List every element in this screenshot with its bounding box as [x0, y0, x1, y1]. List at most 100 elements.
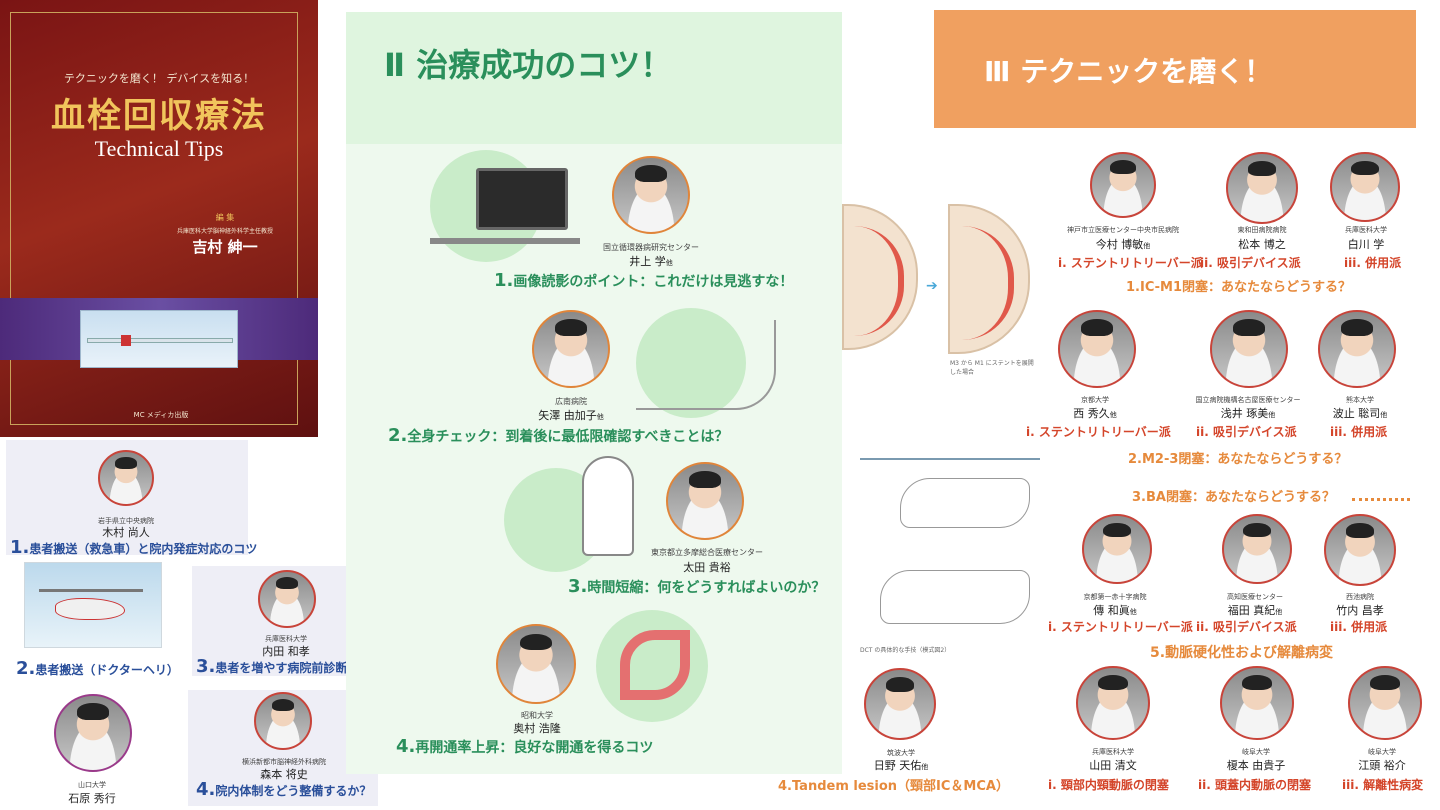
name-den: 傳 和眞他: [1093, 604, 1137, 617]
aff-takeuchi: 西池病院: [1346, 593, 1374, 601]
aff-fukuda: 高知医療センター: [1227, 593, 1283, 601]
name-takeuchi: 竹内 昌孝: [1336, 604, 1384, 617]
arrow-icon: ➔: [926, 278, 938, 294]
aff-imamura: 神戸市立医療センター中央市民病院: [1067, 226, 1179, 234]
aff-morimoto: 横浜新都市脳神経外科病院: [242, 758, 326, 766]
topic-s1-4: 4.院内体制をどう整備するか？: [196, 779, 372, 800]
brain-figure-caption: M3 から M1 にステントを展開した場合: [950, 360, 1034, 376]
brain-figure-right: [948, 204, 1030, 354]
topic-s2-4: 4.再開通率上昇：良好な開通を得るコツ: [396, 736, 654, 757]
vessel-illustration: [620, 630, 690, 700]
aff-den: 京都第一赤十字病院: [1083, 593, 1147, 601]
cover-tagline: テクニックを磨く！ デバイスを知る！: [63, 72, 255, 85]
avatar-kimura: [98, 450, 154, 506]
aff-enomoto: 岐阜大学: [1242, 748, 1270, 756]
aff-hino: 筑波大学: [887, 749, 915, 757]
aff-shirakawa: 兵庫医科大学: [1345, 226, 1387, 234]
role-enomoto: ii. 頭蓋内動脈の閉塞: [1198, 778, 1311, 792]
section2-title: Ⅱ 治療成功のコツ！: [384, 46, 673, 84]
topic-s3-1: 1.IC-M1閉塞：あなたならどうする？: [1126, 280, 1352, 295]
name-fukuda: 福田 真紀他: [1227, 604, 1283, 617]
avatar-takeuchi: [1324, 514, 1396, 586]
section3-header: [934, 10, 1416, 128]
hand-illustration-1: [900, 478, 1030, 528]
name-uchida: 内田 和孝: [262, 645, 310, 658]
aff-hashi: 熊本大学: [1346, 396, 1374, 404]
cover-device-photo: [80, 310, 238, 368]
name-kimura: 木村 尚人: [102, 526, 150, 539]
aff-ota: 東京都立多摩総合医療センター: [651, 548, 763, 557]
brain-figure-left: [842, 204, 918, 350]
avatar-hashi: [1318, 310, 1396, 388]
role-matsumoto: ii. 吸引デバイス派: [1200, 256, 1301, 270]
catheter-caption: DCT の具体的な手技（模式図2）: [860, 647, 951, 654]
name-enomoto: 榎本 由貴子: [1226, 759, 1286, 772]
avatar-inoue: [612, 156, 690, 234]
desk-illustration: [430, 238, 580, 244]
role-takeuchi: iii. 併用派: [1330, 620, 1388, 634]
section3-title: Ⅲ テクニックを磨く！: [984, 55, 1273, 88]
aff-egashira: 岐阜大学: [1368, 748, 1396, 756]
aff-uchida: 兵庫医科大学: [265, 635, 307, 643]
book-cover: テクニックを磨く！ デバイスを知る！ 血栓回収療法 Technical Tips…: [0, 0, 318, 437]
avatar-fukuda: [1222, 514, 1292, 584]
catheter-figure-1: [860, 448, 1040, 540]
topic-s1-3: 3.患者を増やす病院前診断ツール: [196, 656, 384, 677]
cover-editor-name: 吉村 紳一: [192, 238, 258, 256]
avatar-imamura: [1090, 152, 1156, 218]
name-nishi: 西 秀久他: [1073, 407, 1117, 420]
avatar-egashira: [1348, 666, 1422, 740]
cover-subtitle: Technical Tips: [94, 136, 224, 161]
avatar-shirakawa: [1330, 152, 1400, 222]
topic-s1-2: 2.患者搬送（ドクターヘリ）: [16, 658, 179, 679]
aff-yamada: 兵庫医科大学: [1092, 748, 1134, 756]
name-yamada: 山田 清文: [1089, 759, 1137, 772]
topic-s3-2: 2.M2-3閉塞：あなたならどうする？: [1128, 452, 1348, 467]
catheter-line: [860, 458, 1040, 460]
name-egashira: 江頭 裕介: [1358, 759, 1406, 772]
cover-publisher: MC メディカ出版: [133, 411, 189, 419]
name-asai: 浅井 琢美他: [1220, 407, 1276, 420]
avatar-ishihara: [54, 694, 132, 772]
section2-header: [346, 12, 842, 144]
cover-title: 血栓回収療法: [51, 96, 267, 136]
cover-frame: [10, 12, 298, 425]
hand-illustration-2: [880, 570, 1030, 624]
name-yazawa: 矢澤 由加子他: [538, 409, 604, 422]
aff-okumura: 昭和大学: [521, 711, 553, 720]
role-fukuda: ii. 吸引デバイス派: [1196, 620, 1297, 634]
avatar-asai: [1210, 310, 1288, 388]
topic-s3-4: 4.Tandem lesion（頸部IC＆MCA）: [778, 779, 1009, 794]
helicopter-photo: [24, 562, 162, 648]
avatar-enomoto: [1220, 666, 1294, 740]
avatar-morimoto: [254, 692, 312, 750]
topic-s3-5: 5.動脈硬化性および解離病変: [1150, 645, 1334, 661]
helicopter-rotor: [39, 589, 143, 592]
name-hino: 日野 天佑他: [873, 759, 929, 772]
role-yamada: i. 頸部内頸動脈の閉塞: [1048, 778, 1169, 792]
device-red-mark: [121, 335, 131, 346]
topic-s3-3: 3.BA閉塞：あなたならどうする？: [1132, 490, 1335, 505]
aff-matsumoto: 東和田病院病院: [1237, 226, 1287, 234]
name-imamura: 今村 博敏他: [1095, 238, 1151, 251]
name-morimoto: 森本 将史: [260, 768, 308, 781]
role-den: i. ステントリトリーバー派: [1048, 620, 1193, 634]
name-shirakawa: 白川 学: [1347, 238, 1385, 251]
role-shirakawa: iii. 併用派: [1344, 256, 1402, 270]
avatar-nishi: [1058, 310, 1136, 388]
dotted-leader: [1352, 498, 1410, 501]
device-tube: [87, 338, 233, 343]
topic-s2-3: 3.時間短縮：何をどうすればよいのか？: [568, 576, 826, 597]
avatar-ota: [666, 462, 744, 540]
topic-s2-2: 2.全身チェック：到着後に最低限確認すべきことは？: [388, 425, 729, 446]
role-egashira: iii. 解離性病変: [1342, 778, 1424, 792]
avatar-uchida: [258, 570, 316, 628]
topic-s1-1: 1.患者搬送（救急車）と院内発症対応のコツ: [10, 537, 258, 558]
doctor-illustration: [582, 456, 634, 556]
role-hashi: iii. 併用派: [1330, 425, 1388, 439]
name-ota: 太田 貴裕: [683, 561, 731, 574]
neck-check-illustration: [636, 320, 776, 410]
role-imamura: i. ステントリトリーバー派: [1058, 256, 1203, 270]
monitor-illustration: [476, 168, 568, 230]
name-matsumoto: 松本 博之: [1238, 238, 1286, 251]
